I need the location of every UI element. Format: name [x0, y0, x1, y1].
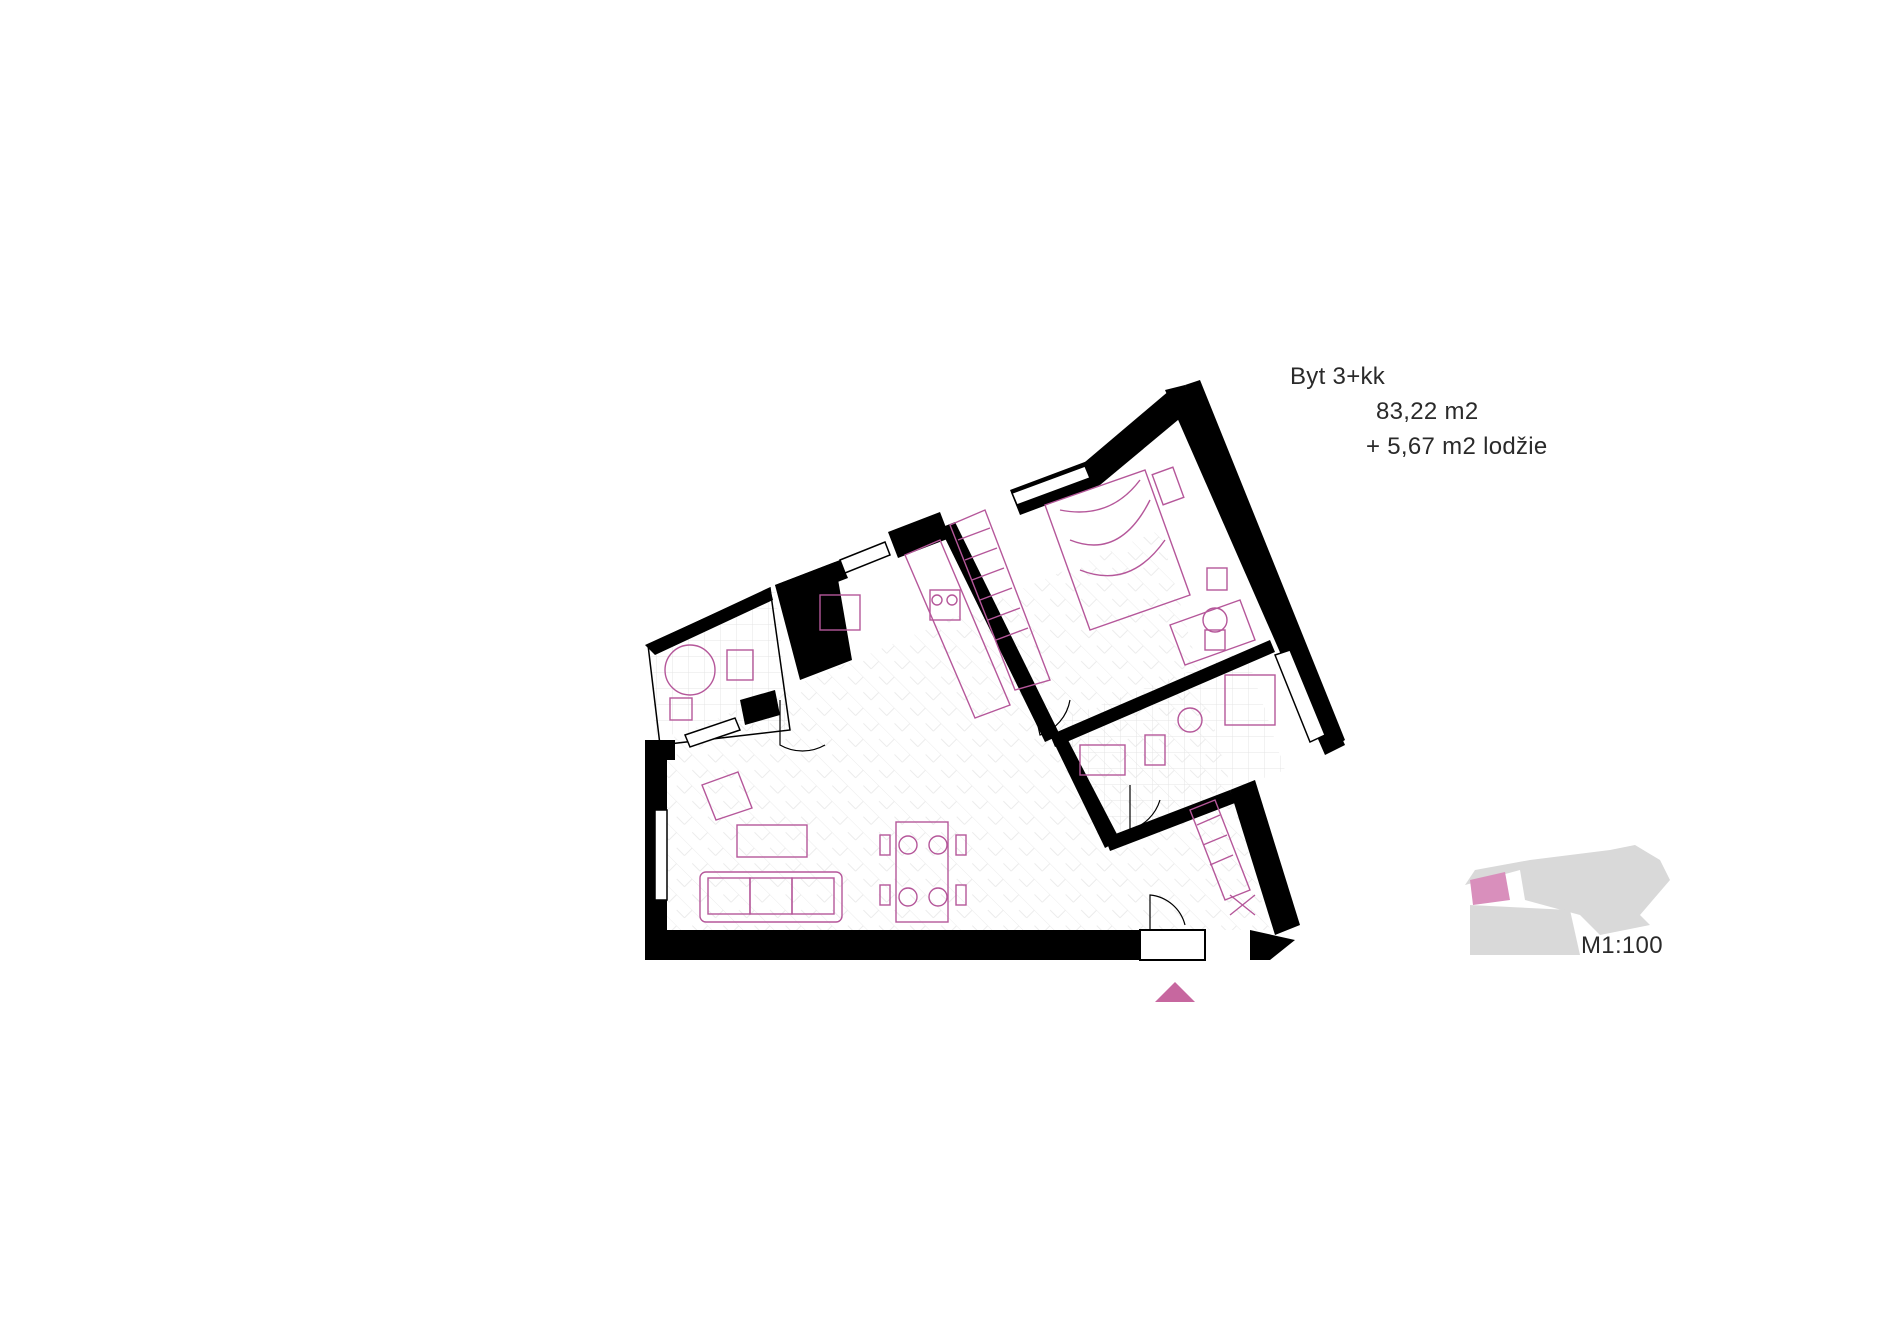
furniture [664, 466, 1276, 923]
unit-area: 83,22 m2 [1376, 398, 1479, 425]
entrance-arrow-icon [1155, 982, 1195, 1002]
scale-label: M1:100 [1581, 932, 1663, 959]
unit-title: Byt 3+kk [1290, 363, 1386, 390]
key-plan [1465, 845, 1670, 955]
loggia-area: + 5,67 m2 lodžie [1366, 433, 1548, 460]
doors [779, 689, 1186, 930]
windows [654, 465, 1326, 901]
loggia [647, 586, 791, 746]
